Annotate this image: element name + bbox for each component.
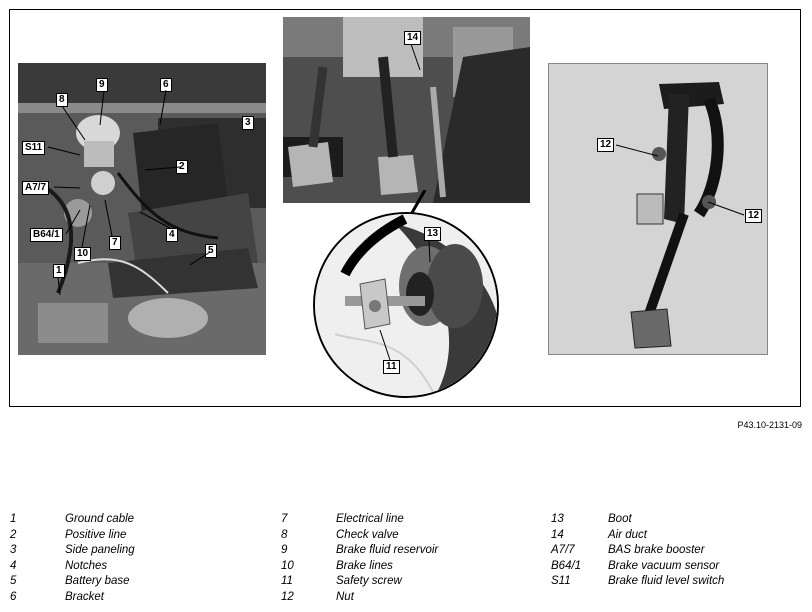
callout-12-upper: 12	[597, 138, 615, 152]
callout-B64-1: B64/1	[30, 228, 63, 242]
pedal-assembly-photo	[548, 63, 768, 355]
callout-9: 9	[96, 78, 108, 92]
boot-detail-circle	[313, 212, 499, 398]
callout-A7-7: A7/7	[22, 181, 50, 195]
callout-4: 4	[166, 228, 178, 242]
callout-3: 3	[242, 116, 254, 130]
callout-S11: S11	[22, 141, 46, 155]
pedal-assembly-drawing	[549, 64, 767, 354]
reference-code: P43.10-2131-09	[737, 420, 802, 430]
callout-7: 7	[109, 236, 121, 250]
callout-12-lower: 12	[745, 209, 763, 223]
callout-13: 13	[424, 227, 442, 241]
figure-frame	[9, 9, 801, 407]
callout-10: 10	[74, 247, 92, 261]
callout-14: 14	[404, 31, 422, 45]
callout-5: 5	[205, 244, 217, 258]
callout-11: 11	[383, 360, 400, 374]
boot-detail-drawing	[315, 214, 497, 396]
callout-1: 1	[53, 264, 65, 278]
